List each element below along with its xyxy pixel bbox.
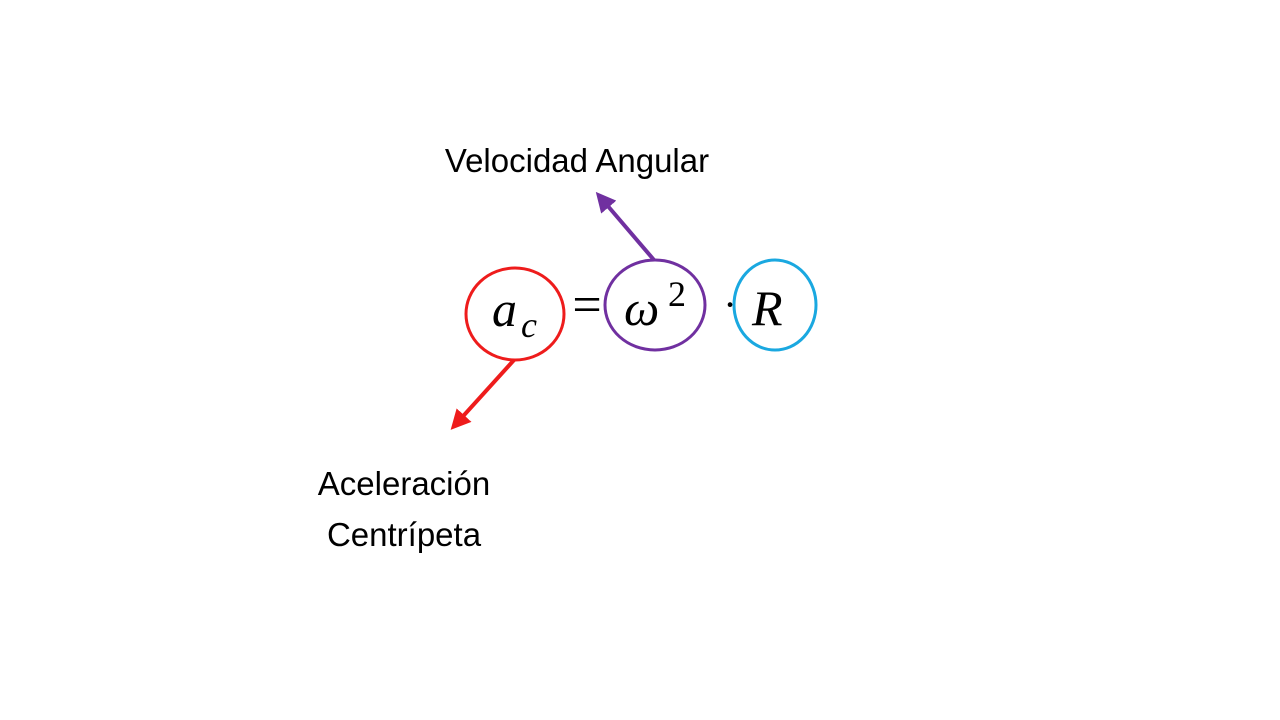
angular-velocity-arrow	[595, 191, 656, 262]
acceleration-arrow	[450, 358, 516, 430]
angular-velocity-circle	[603, 258, 707, 352]
acceleration-symbol: a	[492, 281, 517, 337]
centripetal-label-line1: Aceleración	[318, 465, 490, 502]
radius-circle	[732, 258, 818, 352]
acceleration-circle	[464, 266, 566, 362]
omega-exponent: 2	[668, 274, 686, 314]
centripetal-label-line2: Centrípeta	[327, 516, 482, 553]
multiplication-dot: ·	[723, 282, 736, 327]
acceleration-subscript: c	[521, 305, 537, 345]
omega-symbol: ω	[624, 280, 659, 336]
angular-velocity-label: Velocidad Angular	[445, 142, 709, 179]
equals-sign: =	[572, 277, 601, 334]
radius-symbol: R	[751, 280, 783, 336]
